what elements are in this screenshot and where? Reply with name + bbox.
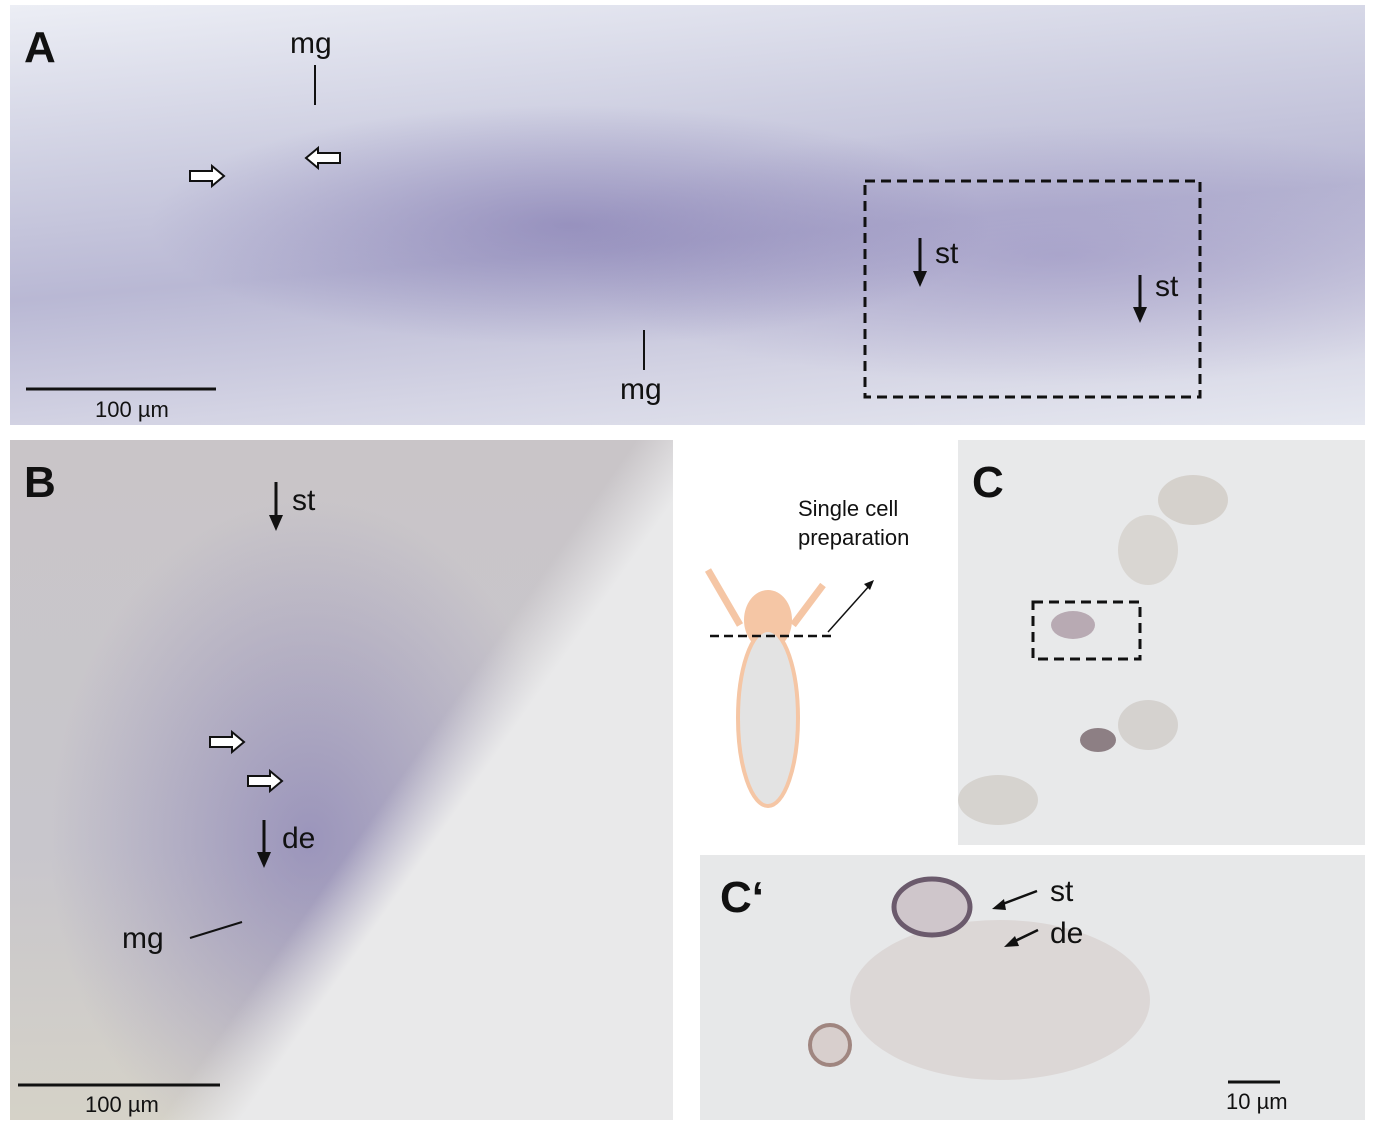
mg-label-bottom: mg: [620, 373, 662, 406]
panel-b-annotations: [18, 482, 284, 1087]
panel-a-label: A: [24, 23, 56, 72]
panel-c-label: C: [972, 458, 1004, 507]
panel-a-micrograph: A mg mg st st 100 µm: [10, 5, 1365, 425]
panel-b-micrograph: B st de mg 100 µm: [10, 440, 673, 1120]
panel-c-micrograph: C: [958, 440, 1365, 845]
scale-bar-label: 100 µm: [95, 397, 169, 422]
panel-a-annotations: [26, 65, 1202, 399]
st-label-1: st: [935, 237, 959, 270]
panel-c-prime-micrograph: C‘ st de 10 µm: [700, 855, 1365, 1120]
st-label: st: [1050, 875, 1074, 908]
panel-b-label: B: [24, 458, 56, 507]
caption-line-2: preparation: [798, 525, 910, 550]
mg-label: mg: [122, 922, 164, 955]
st-label-2: st: [1155, 270, 1179, 303]
mg-label-top: mg: [290, 27, 332, 60]
panel-c-prime-label: C‘: [720, 873, 764, 922]
scale-bar-label: 100 µm: [85, 1092, 159, 1117]
dissection-diagram: Single cell preparation: [680, 440, 955, 840]
panel-c-prime-annotations: [808, 876, 1280, 1084]
de-label: de: [282, 822, 316, 855]
diagram-caption: Single cell preparation: [798, 494, 909, 552]
panel-c-annotations: [958, 475, 1228, 825]
st-label: st: [292, 484, 316, 517]
caption-line-1: Single cell: [798, 496, 899, 521]
animal-schematic: [704, 568, 874, 808]
scale-bar-label: 10 µm: [1226, 1089, 1288, 1114]
de-label: de: [1050, 917, 1084, 950]
